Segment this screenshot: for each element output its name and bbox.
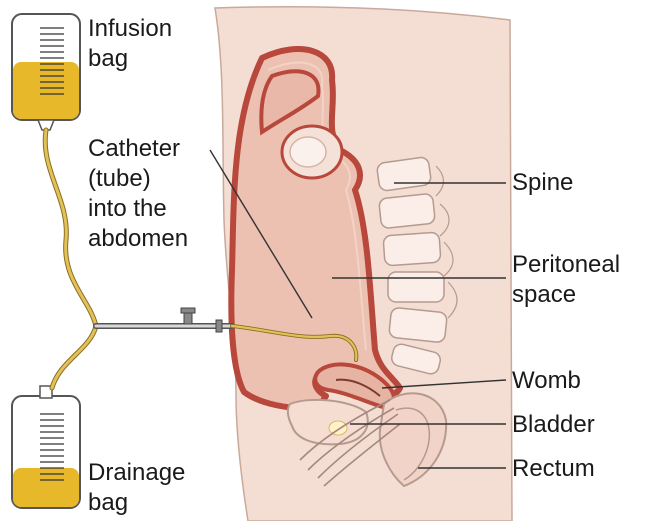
label-bladder: Bladder [512, 410, 595, 440]
drainage-bag [12, 386, 80, 508]
label-drainage-bag: Drainage bag [88, 458, 185, 518]
label-rectum: Rectum [512, 454, 595, 484]
kidney-inner [290, 137, 326, 167]
infusion-bag [12, 14, 80, 130]
label-catheter: Catheter (tube) into the abdomen [88, 134, 188, 254]
label-womb: Womb [512, 366, 581, 396]
label-peritoneal-space: Peritoneal space [512, 250, 620, 310]
label-spine: Spine [512, 168, 573, 198]
label-infusion-bag: Infusion bag [88, 14, 172, 74]
bladder-fluid [329, 421, 347, 435]
